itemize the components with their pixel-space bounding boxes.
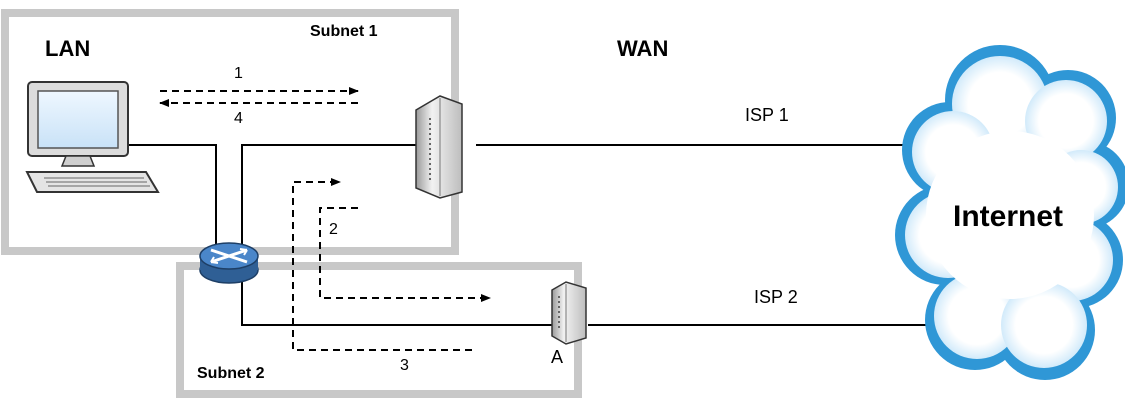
step1-label: 1 [234,65,243,82]
subnet2-label: Subnet 2 [197,365,265,382]
traffic-arrows [159,87,491,351]
subnet1-label: Subnet 1 [310,23,378,40]
wan-label: WAN [617,36,669,61]
step2-label: 2 [329,221,338,238]
lan-label: LAN [45,36,91,61]
isp2-label: ISP 2 [754,287,798,307]
cloud-icon [895,45,1125,380]
internet-label: Internet [953,200,1064,233]
switch-icon [199,242,259,284]
arrow-step3 [292,178,472,351]
network-links [128,144,935,326]
router-icon [415,95,463,199]
computer-icon [25,81,160,193]
switch-to-router1-link [241,144,416,248]
step3-label: 3 [400,357,409,374]
isp1-label: ISP 1 [745,105,789,125]
step4-label: 4 [234,110,243,127]
pc-to-switch-link [128,144,217,248]
router-a-label: A [551,347,564,367]
arrow-step2 [319,207,491,302]
router-icon [551,281,587,345]
switch-to-router2-link [241,282,552,326]
